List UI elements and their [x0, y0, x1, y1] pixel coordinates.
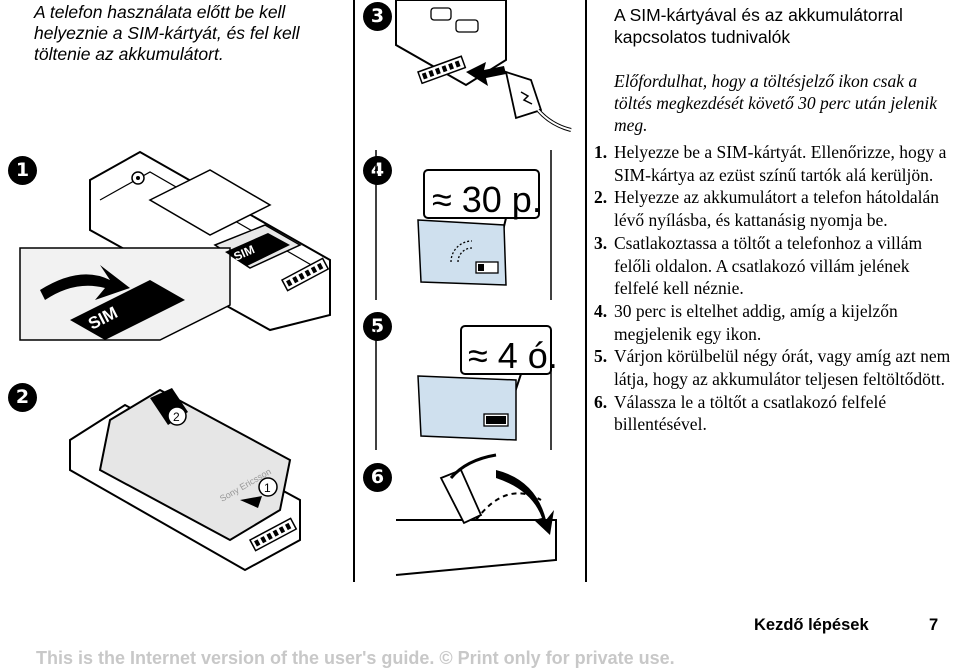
intro-text: A telefon használata előtt be kell helye…: [34, 2, 300, 64]
lightning-icon: [520, 91, 533, 105]
slide-arrow-icon: [240, 496, 262, 508]
print-disclaimer: This is the Internet version of the user…: [36, 648, 675, 668]
badge-2-icon: [167, 406, 187, 426]
instruction-step: 1.Helyezze be a SIM-kártyát. Ellenőrizze…: [594, 142, 947, 185]
page-number: 7: [929, 616, 939, 634]
column-divider-right: [585, 0, 587, 582]
step-number-2: 2: [8, 383, 37, 412]
badge-2-label: 2: [173, 410, 180, 424]
tilt-up-arrow-icon: [496, 470, 554, 535]
phone-battery-cover-drawing: 2 1 Sony Ericsson: [69, 388, 301, 572]
instruction-step: 5.Várjon körülbelül négy órát, vagy amíg…: [594, 346, 951, 390]
battery-icon: [475, 261, 499, 274]
sim-and-battery-illustration: SIM SIM 2 1 Sony Ericsson: [19, 150, 331, 572]
step-number-3: 3: [363, 2, 392, 31]
instruction-step: 4.30 perc is eltelhet addig, amíg a kije…: [594, 300, 898, 344]
instruction-step: 3.Csatlakoztassa a töltőt a telefonhoz a…: [594, 232, 923, 299]
time-30-label: ≈ 30 p.: [432, 179, 542, 220]
charging-note: Előfordulhat, hogy a töltésjelző ikon cs…: [614, 71, 937, 135]
instruction-step: 6.Válassza le a töltőt a csatlakozó felf…: [594, 391, 887, 435]
step-number-4: 4: [363, 156, 392, 185]
badge-1-label: 1: [264, 481, 271, 495]
time-4-label: ≈ 4 ó.: [468, 335, 558, 376]
insert-arrow-icon: [40, 265, 130, 300]
section-heading: A SIM-kártyával és az akkumulátorral kap…: [614, 5, 903, 47]
step-number-5: 5: [363, 312, 392, 341]
display-30-min-drawing: ≈ 30 p.: [375, 150, 552, 300]
charger-disconnect-drawing: [395, 453, 557, 576]
plug-in-arrow-icon: [466, 62, 506, 86]
step-number-6: 6: [363, 463, 392, 492]
instruction-step: 2.Helyezze az akkumulátort a telefon hát…: [594, 187, 940, 231]
badge-1-icon: [258, 477, 278, 497]
column-divider-left: [353, 0, 355, 582]
footer-section-title: Kezdő lépések: [754, 616, 869, 634]
instruction-steps: 1.Helyezze be a SIM-kártyát. Ellenőrizze…: [594, 141, 954, 436]
charger-connect-drawing: [395, 0, 572, 132]
phone-sim-insertion-drawing: SIM SIM: [19, 150, 331, 341]
step-number-1: 1: [8, 156, 37, 185]
charging-illustration: ≈ 30 p. ≈ 4 ó.: [375, 0, 572, 576]
display-4-hours-drawing: ≈ 4 ó.: [375, 325, 558, 450]
